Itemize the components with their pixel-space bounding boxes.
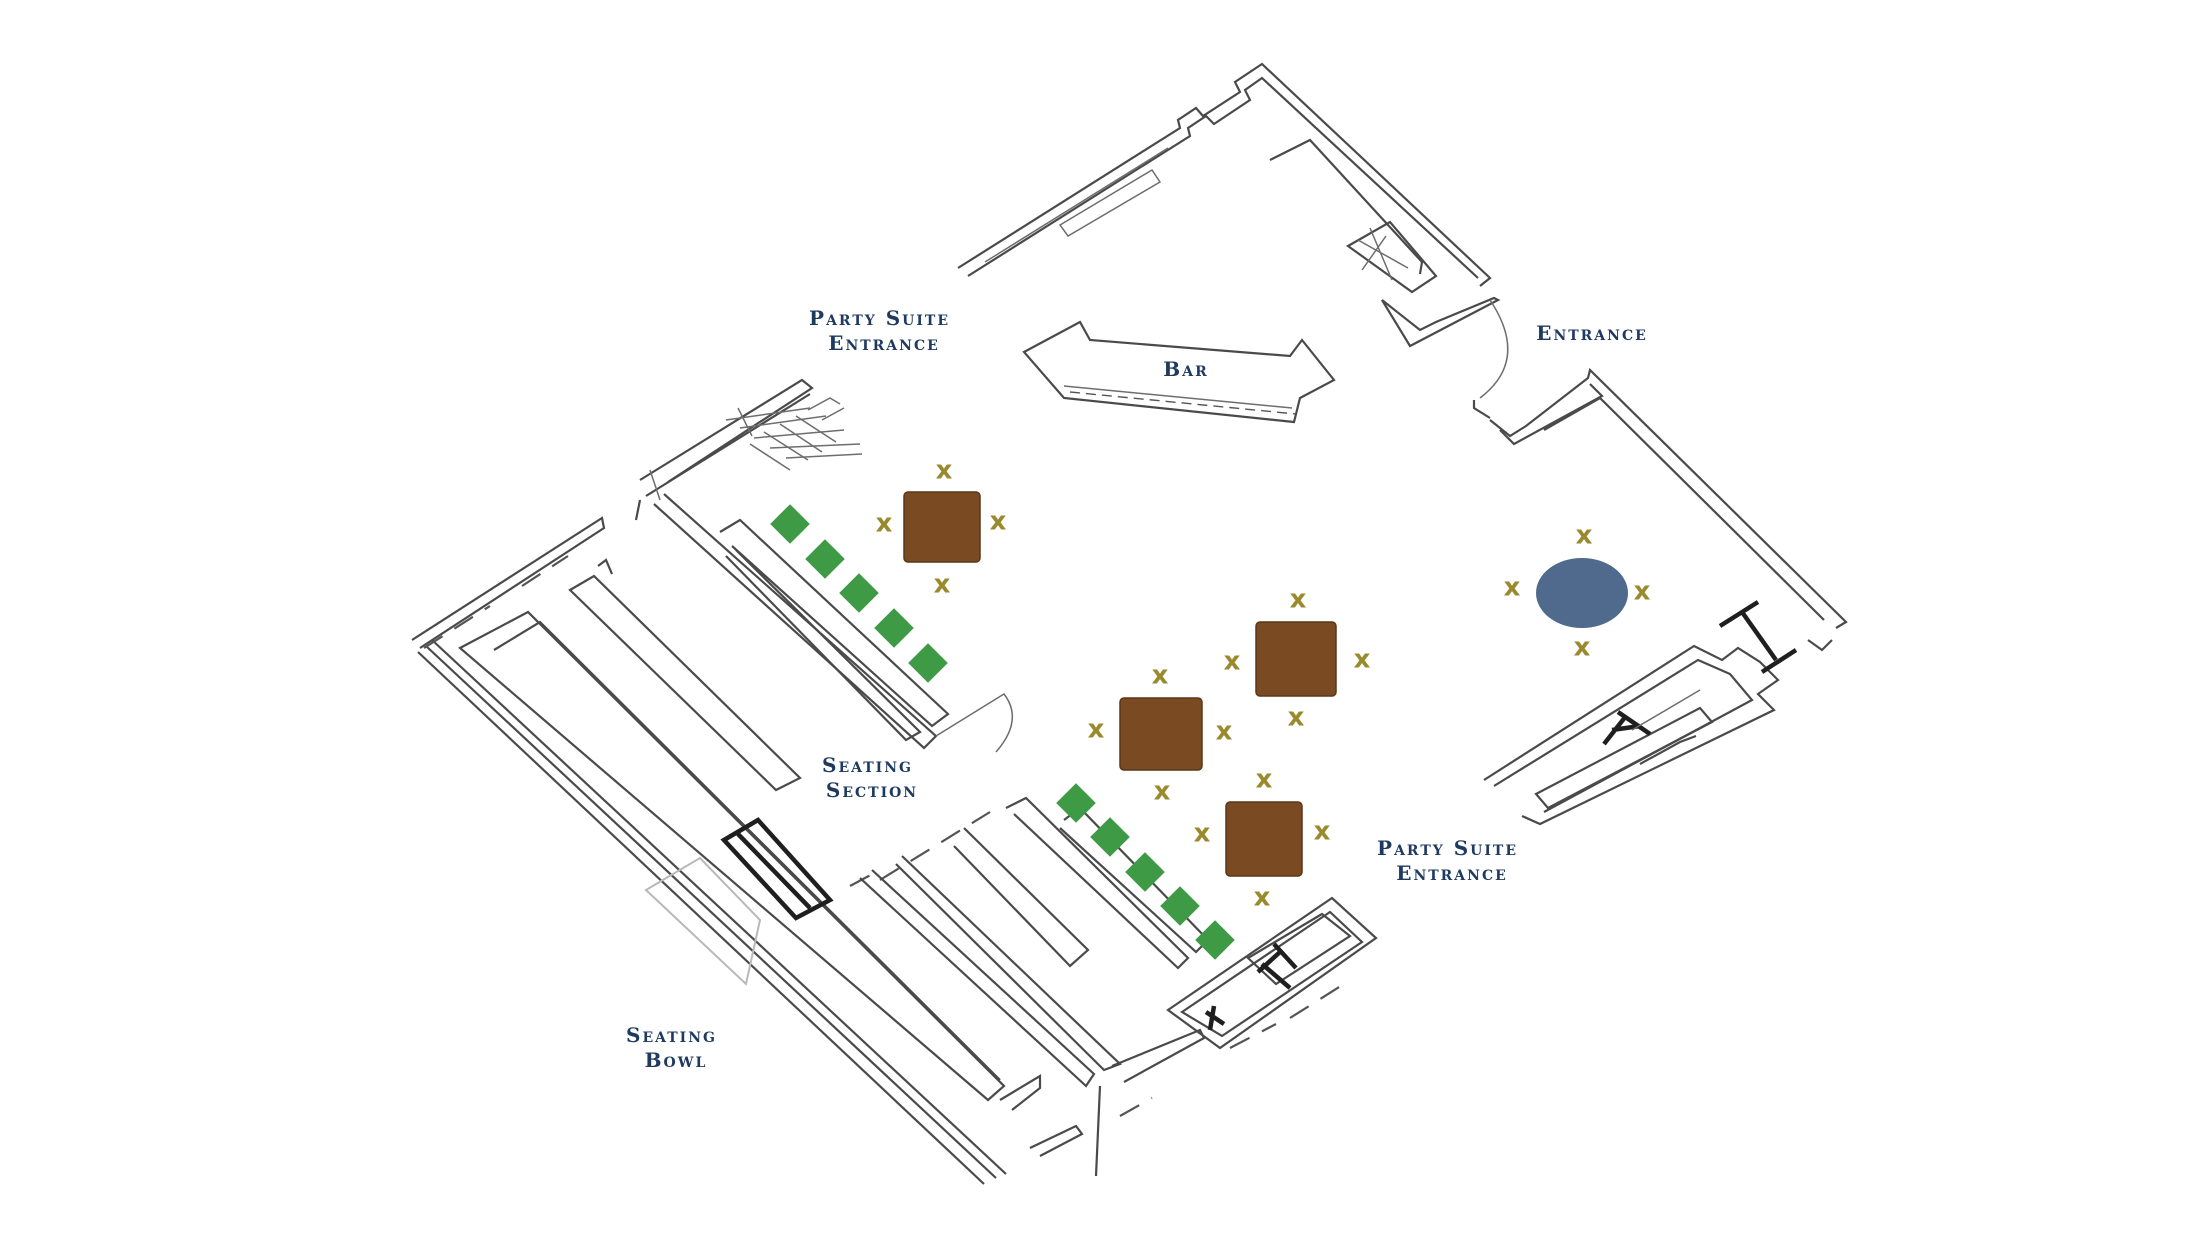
chair-marker: x [1152,661,1169,691]
green-seat [1125,852,1165,892]
green-seat [770,504,810,544]
party-suite-entrance-top-label: Party Suite Entrance [809,306,959,355]
green-seat [908,643,948,683]
chair-marker: x [1314,817,1331,847]
bar-counter [1022,320,1336,424]
chair-marker: x [1194,819,1211,849]
chair-marker: x [934,570,951,600]
seating-bowl-label: Seating Bowl [626,1023,726,1072]
chair-marker: x [990,507,1007,537]
chair-marker: x [1634,577,1651,607]
green-seat [1195,920,1235,960]
wall-linework [957,62,1848,826]
green-seat [874,608,914,648]
chair-marker: x [1288,703,1305,733]
chair-marker: x [1576,521,1593,551]
chair-marker: x [1088,715,1105,745]
green-seat [1160,886,1200,926]
chair-marker: x [1154,777,1171,807]
chair-marker: x [1574,633,1591,663]
chair-markers: x x x x x x x x x x x x x x x x x x x x [876,456,1651,913]
round-table [1536,558,1628,628]
party-suite-entrance-bottom-label: Party Suite Entrance [1377,836,1527,885]
chair-marker: x [1254,883,1271,913]
square-table-2 [1255,621,1337,697]
seating-section-label: Seating Section [822,753,922,802]
labels: Party Suite Entrance Bar Entrance Seatin… [626,306,1648,1072]
green-seat-row-lower [1056,783,1235,960]
green-seat [805,539,845,579]
chair-marker: x [1290,585,1307,615]
chair-marker: x [1354,645,1371,675]
square-table-1 [903,491,981,563]
entrance-label: Entrance [1536,321,1648,345]
green-seat [839,573,879,613]
chair-marker: x [936,456,953,486]
chair-marker: x [1504,573,1521,603]
square-table-3 [1119,697,1203,771]
chair-marker: x [876,509,893,539]
green-seat-row-upper [770,504,948,683]
chair-marker: x [1224,647,1241,677]
seating-area-linework [411,378,1378,1185]
square-tables [903,491,1337,877]
bar-label: Bar [1163,357,1208,381]
chair-marker: x [1256,765,1273,795]
chair-marker: x [1216,717,1233,747]
square-table-4 [1225,801,1303,877]
